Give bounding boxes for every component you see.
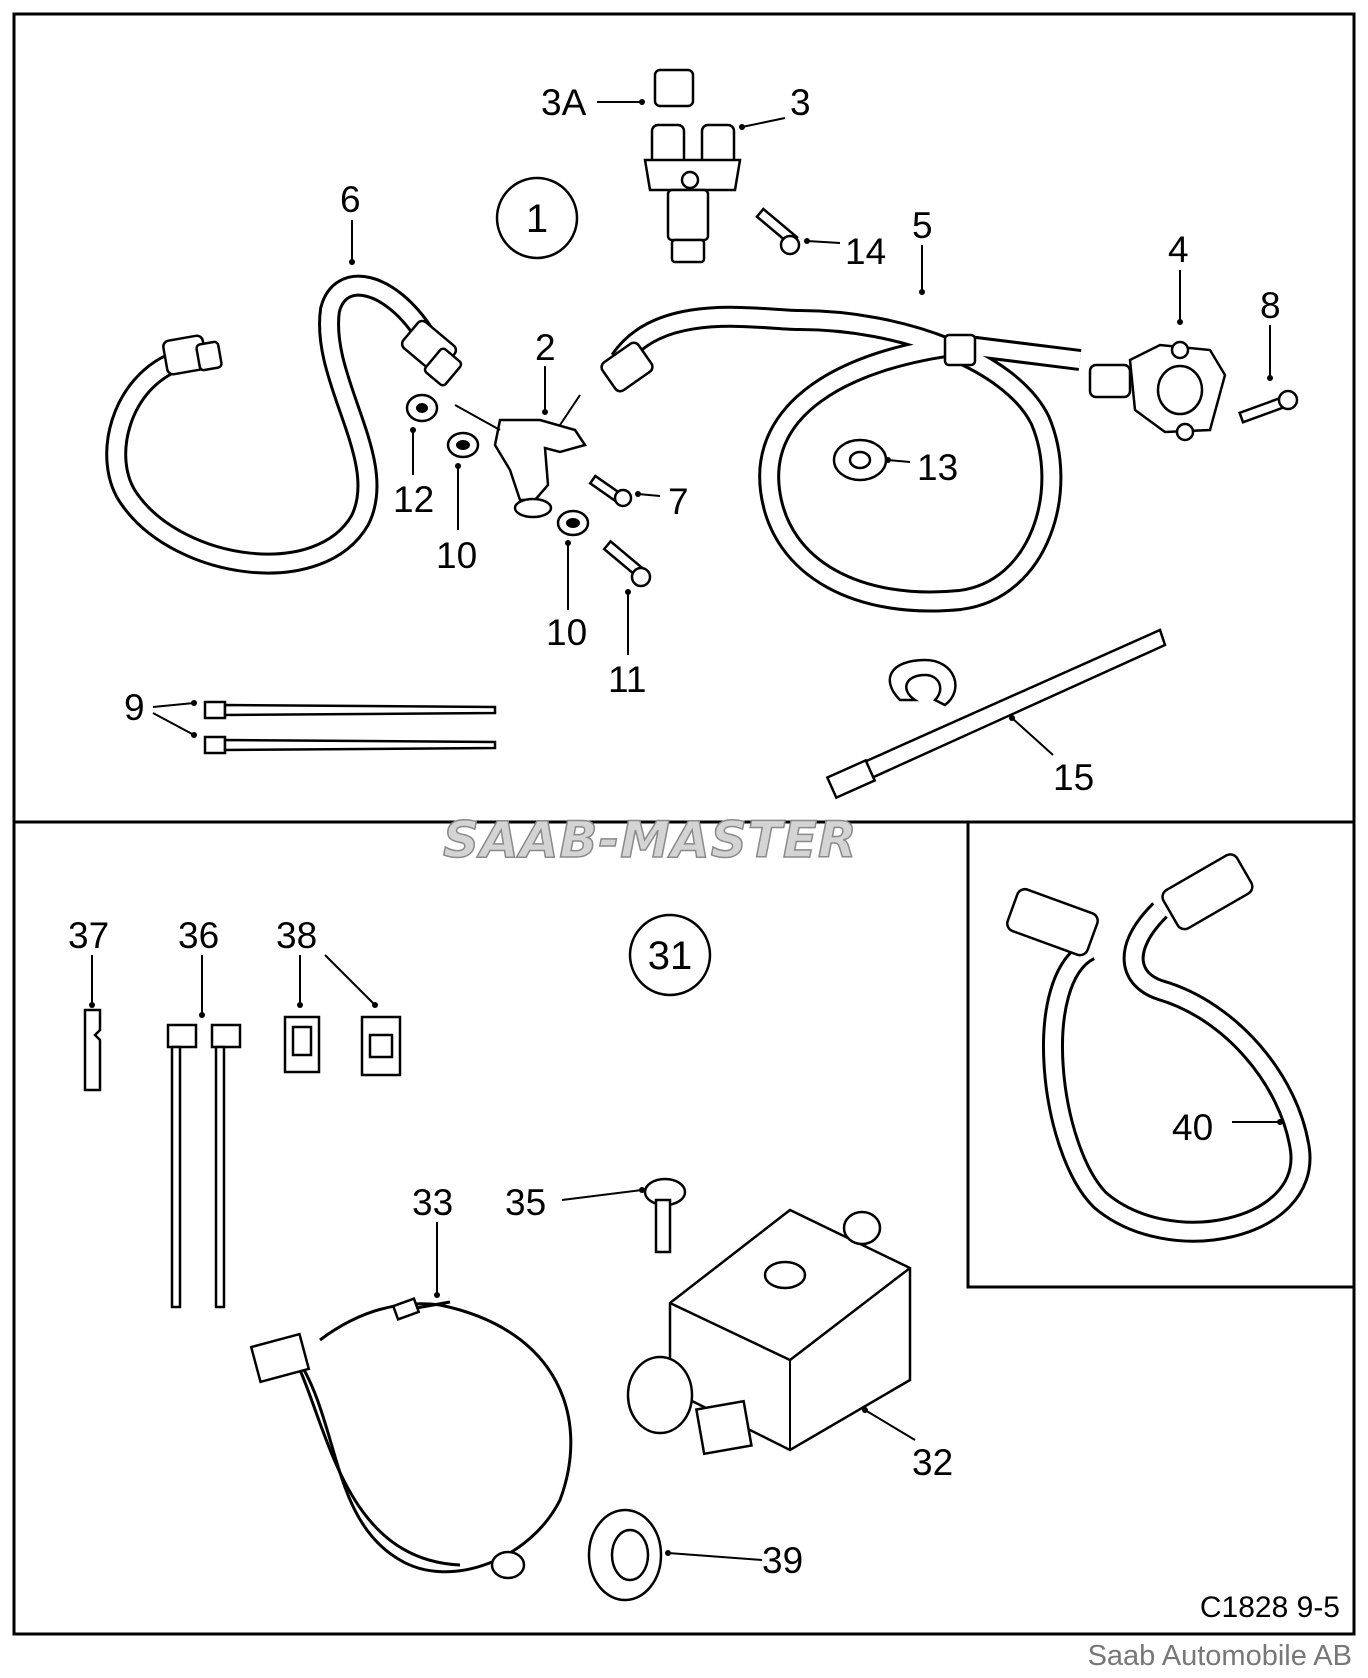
label-14: 14	[845, 231, 886, 272]
label-39: 39	[762, 1540, 803, 1581]
cable-ties-36	[166, 1023, 242, 1309]
label-32: 32	[912, 1442, 953, 1483]
svg-text:1: 1	[526, 197, 548, 241]
label-8: 8	[1260, 285, 1281, 326]
hose-40	[1006, 853, 1312, 1243]
label-38: 38	[276, 915, 317, 956]
label-12: 12	[393, 479, 434, 520]
connectors-38	[283, 1015, 402, 1077]
label-5: 5	[912, 205, 933, 246]
group-1-circle: 1	[495, 176, 579, 260]
sensor-4	[1088, 340, 1227, 442]
label-3a: 3A	[541, 82, 587, 123]
label-4: 4	[1168, 229, 1189, 270]
label-37: 37	[68, 915, 109, 956]
leader-lines	[89, 99, 1283, 1561]
label-36: 36	[178, 915, 219, 956]
hose-5	[600, 305, 1082, 613]
grommet-13	[832, 438, 888, 482]
screw-7	[588, 474, 633, 508]
part-37	[83, 1008, 102, 1092]
drawing-code: C1828 9-5	[1200, 1591, 1340, 1624]
harness-33	[249, 1297, 573, 1580]
screw-8	[1238, 389, 1299, 424]
label-9: 9	[124, 687, 145, 728]
watermark: SAAB-MASTER	[443, 811, 858, 869]
svg-text:31: 31	[648, 934, 693, 978]
label-40: 40	[1172, 1107, 1213, 1148]
credit: Saab Automobile AB	[1088, 1640, 1352, 1672]
washer-10b	[556, 509, 590, 537]
label-35: 35	[505, 1182, 546, 1223]
label-2: 2	[535, 327, 556, 368]
y-connector-2	[454, 394, 587, 519]
label-13: 13	[917, 447, 958, 488]
label-10b: 10	[546, 612, 587, 653]
label-7: 7	[668, 481, 689, 522]
group-31-circle: 31	[628, 913, 712, 997]
label-6: 6	[340, 179, 361, 220]
label-10a: 10	[436, 535, 477, 576]
grommet-39	[587, 1508, 663, 1602]
label-15: 15	[1053, 757, 1094, 798]
nut-12	[405, 393, 439, 423]
washer-10a	[446, 431, 480, 459]
screw-11	[602, 539, 652, 588]
screw-35	[643, 1177, 687, 1254]
clip-15	[825, 628, 1167, 800]
cable-ties-9	[203, 700, 497, 755]
screw-14	[755, 207, 801, 256]
valve-3	[643, 68, 742, 264]
label-11: 11	[608, 659, 646, 700]
label-3: 3	[790, 82, 811, 123]
hose-6	[105, 274, 463, 575]
inset-box-40	[966, 822, 1354, 1289]
heater-unit-32	[626, 1208, 912, 1456]
label-33: 33	[412, 1182, 453, 1223]
diagram-frame	[12, 12, 1356, 1636]
